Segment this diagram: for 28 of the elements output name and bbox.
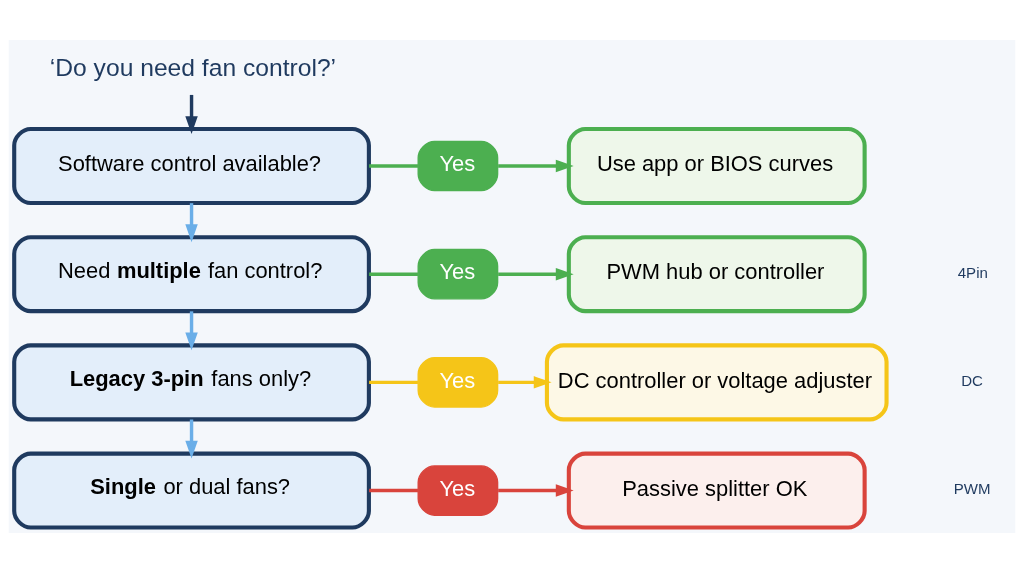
node-box: Use app or BIOS curves bbox=[566, 126, 867, 205]
arrow bbox=[498, 267, 574, 280]
node-box: Software control available? bbox=[12, 126, 371, 205]
node-box: DC controller or voltage adjuster bbox=[544, 342, 889, 421]
node-box: Single or dual fans? bbox=[12, 451, 371, 530]
arrow bbox=[185, 310, 198, 350]
connector bbox=[369, 163, 418, 168]
node-box: Yes bbox=[417, 248, 499, 299]
arrow bbox=[185, 419, 198, 459]
connector bbox=[369, 488, 418, 492]
node-box: PWM hub or controller bbox=[566, 234, 867, 313]
node-box: Yes bbox=[417, 464, 499, 516]
label: PWM bbox=[953, 479, 991, 497]
node-box: Yes bbox=[417, 140, 499, 191]
node-box: Legacy 3-pin fans only? bbox=[12, 342, 371, 421]
connector bbox=[369, 380, 418, 384]
arrow bbox=[498, 483, 574, 497]
arrow bbox=[498, 159, 574, 172]
label: DC bbox=[961, 371, 983, 389]
arrow bbox=[185, 202, 198, 242]
node-box: Yes bbox=[417, 356, 499, 408]
arrow bbox=[185, 94, 198, 134]
connector bbox=[369, 271, 418, 276]
node-box: Need multiple fan control? bbox=[12, 234, 371, 313]
node-text: ‘Do you need fan control?’ bbox=[49, 53, 337, 81]
node-box: Passive splitter OK bbox=[566, 451, 867, 530]
label: 4Pin bbox=[957, 263, 988, 281]
arrow bbox=[498, 375, 552, 389]
